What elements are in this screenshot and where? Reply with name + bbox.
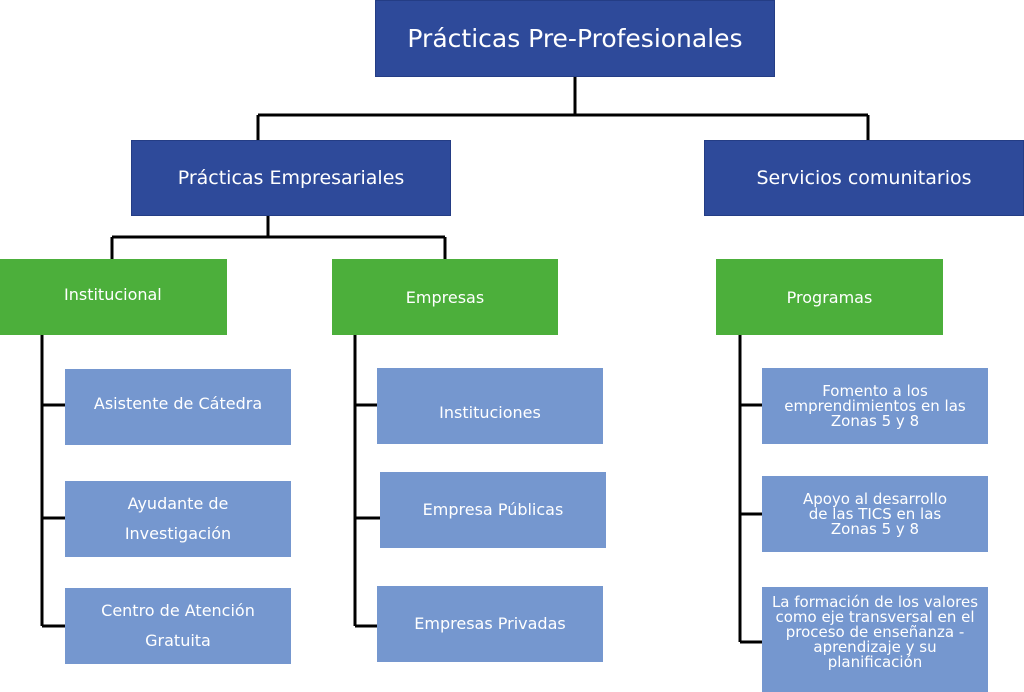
leaf-formacion-valores: La formación de los valores como eje tra… [762, 587, 988, 692]
servicios-comunitarios-node: Servicios comunitarios [704, 140, 1024, 216]
empresas-label: Empresas [405, 287, 485, 307]
empresas-connector [353, 335, 380, 628]
root-node: Prácticas Pre-Profesionales [375, 0, 775, 77]
programas-node: Programas [716, 259, 943, 335]
leaf-label: Asistente de Cátedra [93, 394, 263, 413]
servicios-comunitarios-label: Servicios comunitarios [756, 167, 972, 189]
empresariales-connector [110, 216, 447, 259]
leaf-label: Apoyo al desarrollo de las TICS en las Z… [802, 489, 948, 538]
programas-label: Programas [786, 287, 873, 307]
leaf-label: Instituciones [439, 403, 541, 422]
root-connector [256, 77, 870, 140]
leaf-centro-atencion: Centro de Atención Gratuita [65, 588, 291, 664]
leaf-label: Fomento a los emprendimientos en las Zon… [784, 381, 966, 430]
practicas-empresariales-label: Prácticas Empresariales [177, 167, 405, 189]
empresas-node: Empresas [332, 259, 558, 335]
leaf-empresas-privadas: Empresas Privadas [377, 586, 603, 662]
root-label: Prácticas Pre-Profesionales [407, 24, 743, 53]
leaf-apoyo-tics: Apoyo al desarrollo de las TICS en las Z… [762, 476, 988, 552]
leaf-label: Empresa Públicas [422, 500, 564, 519]
leaf-ayudante-investigacion: Ayudante de Investigación [65, 481, 291, 557]
programas-connector [738, 335, 762, 644]
institucional-node: Institucional [0, 259, 227, 335]
leaf-label: Ayudante de Investigación [124, 494, 232, 543]
leaf-empresa-publicas: Empresa Públicas [380, 472, 606, 548]
leaf-instituciones: Instituciones [377, 368, 603, 444]
leaf-fomento-emprendimientos: Fomento a los emprendimientos en las Zon… [762, 368, 988, 444]
leaf-label: La formación de los valores como eje tra… [771, 593, 979, 671]
institucional-label: Institucional [64, 284, 162, 304]
leaf-label: Empresas Privadas [414, 614, 566, 633]
leaf-label: Centro de Atención Gratuita [101, 601, 255, 650]
institucional-connector [40, 335, 65, 628]
leaf-asistente-catedra: Asistente de Cátedra [65, 369, 291, 445]
practicas-empresariales-node: Prácticas Empresariales [131, 140, 451, 216]
